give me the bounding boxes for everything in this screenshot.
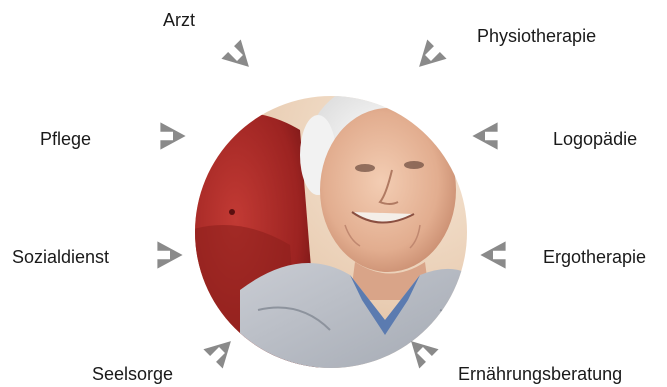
center-portrait-photo xyxy=(190,80,490,387)
label-ergotherapie: Ergotherapie xyxy=(543,247,646,267)
label-seelsorge: Seelsorge xyxy=(92,364,173,384)
arrow-physiotherapie xyxy=(409,39,446,76)
label-pflege: Pflege xyxy=(40,129,91,149)
arrow-sozialdienst xyxy=(157,241,182,268)
label-ernaehrungsberatung: Ernährungsberatung xyxy=(458,364,622,384)
label-sozialdienst: Sozialdienst xyxy=(12,247,109,267)
arrow-arzt xyxy=(221,39,258,76)
arrow-pflege xyxy=(160,122,185,149)
arrow-logopaedie xyxy=(472,122,497,149)
arrow-ergotherapie xyxy=(480,241,505,268)
label-physiotherapie: Physiotherapie xyxy=(477,26,596,46)
label-logopaedie: Logopädie xyxy=(553,129,637,149)
arrow-seelsorge xyxy=(203,331,240,368)
label-arzt: Arzt xyxy=(163,10,195,30)
